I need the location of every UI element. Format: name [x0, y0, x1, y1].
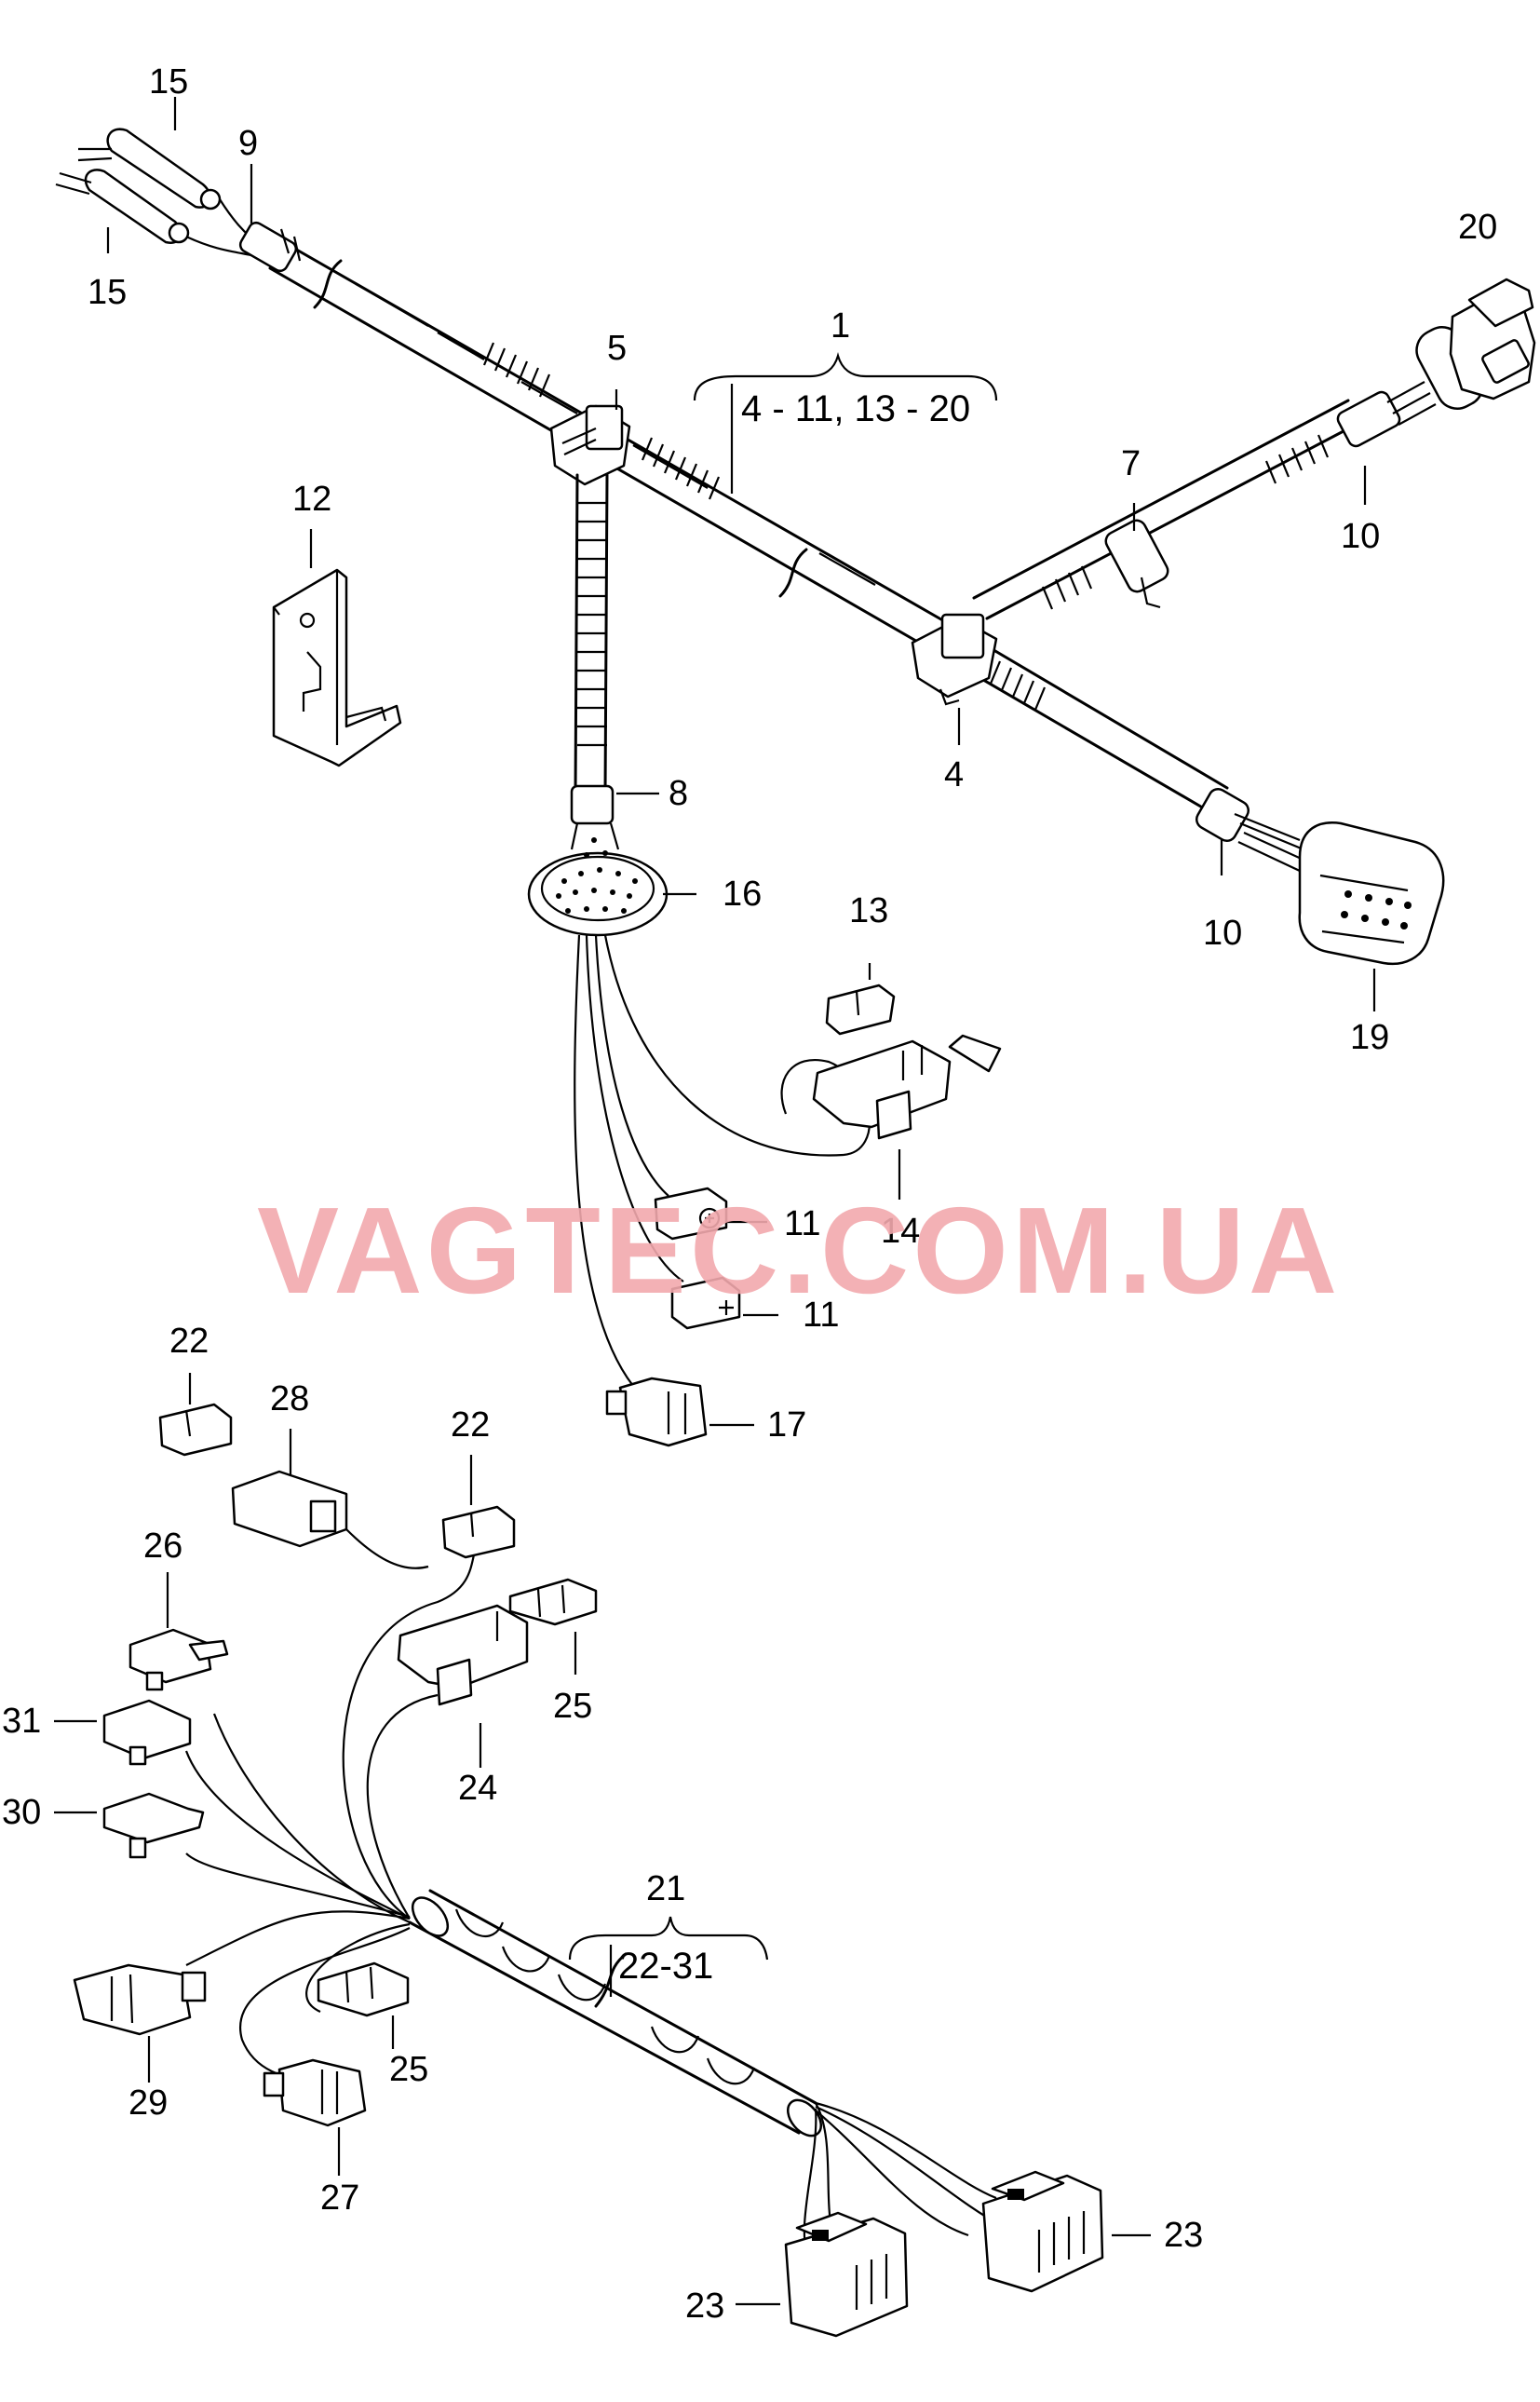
lower-harness-trunk [408, 1889, 822, 2137]
terminal-28 [231, 1470, 429, 1569]
label-23-left: 23 [685, 2287, 724, 2326]
label-24: 24 [458, 1769, 497, 1808]
connector-30 [102, 1792, 205, 1859]
connector-26 [128, 1628, 229, 1691]
connector-23-right [981, 2170, 1104, 2293]
grommet-16 [527, 837, 669, 937]
label-15-top: 15 [149, 62, 188, 102]
note-harness-1: 4 - 11, 13 - 20 [741, 388, 970, 429]
leader-lines [54, 97, 1376, 2306]
clip-5 [549, 404, 631, 486]
fuse-holder-24 [397, 1604, 529, 1706]
label-25-lower: 25 [389, 2050, 428, 2089]
label-15-bottom: 15 [88, 273, 127, 312]
branch-to-connector-20 [972, 381, 1437, 620]
fuse-25-lower [317, 1961, 410, 2017]
label-12: 12 [292, 480, 331, 519]
label-25-upper: 25 [553, 1687, 592, 1726]
connector-29 [73, 1963, 207, 2036]
collar-9 [185, 198, 302, 273]
label-29: 29 [128, 2083, 168, 2123]
label-21: 21 [646, 1869, 685, 1908]
connector-20 [1415, 278, 1536, 410]
label-5: 5 [607, 329, 627, 368]
label-8: 8 [669, 774, 688, 813]
fuse-25-upper [508, 1578, 598, 1626]
label-26: 26 [143, 1527, 182, 1566]
label-17: 17 [767, 1405, 806, 1445]
label-27: 27 [320, 2178, 359, 2218]
terminal-11-lower [670, 1276, 741, 1330]
clip-4 [911, 613, 998, 706]
plug-15-lower [55, 169, 190, 244]
label-10-lower: 10 [1203, 914, 1242, 953]
label-23-right: 23 [1164, 2216, 1203, 2255]
label-14: 14 [881, 1212, 920, 1251]
plug-15-upper [77, 128, 222, 210]
label-10-upper: 10 [1341, 517, 1380, 556]
label-11-upper: 11 [784, 1204, 820, 1243]
label-7: 7 [1121, 444, 1141, 483]
label-19: 19 [1350, 1018, 1389, 1057]
callout-labels: 15 9 15 5 1 4 - 11, 13 - 20 20 7 12 10 4… [2, 62, 1497, 2326]
terminal-22-right [441, 1505, 516, 1559]
label-16: 16 [723, 875, 762, 914]
label-31: 31 [2, 1702, 41, 1741]
label-30: 30 [2, 1793, 41, 1832]
label-11-lower: 11 [803, 1296, 839, 1335]
terminal-22-left [158, 1403, 233, 1457]
lower-wire-fan [184, 1536, 1003, 2264]
label-28: 28 [270, 1379, 309, 1418]
label-1: 1 [831, 306, 850, 346]
note-harness-21: 22-31 [618, 1946, 713, 1987]
label-4: 4 [944, 755, 964, 794]
branch-8 [570, 473, 620, 850]
connector-31 [102, 1699, 192, 1766]
label-22-left: 22 [169, 1322, 209, 1361]
watermark-text: VAGTEC.COM.UA [257, 1182, 1341, 1319]
main-harness-trunk [268, 242, 1229, 814]
label-20: 20 [1458, 208, 1497, 247]
label-9: 9 [238, 124, 258, 163]
label-22-right: 22 [451, 1405, 490, 1445]
bracket-12 [272, 568, 402, 767]
label-13: 13 [849, 891, 888, 930]
fuse-13 [825, 984, 896, 1036]
terminal-11-upper [654, 1187, 728, 1241]
connector-23-left [784, 2211, 909, 2338]
fuse-holder-14 [812, 1034, 1002, 1140]
wires-under-grommet [574, 934, 871, 1387]
connector-19 [1195, 787, 1445, 966]
connector-17 [605, 1377, 708, 1447]
connector-27 [263, 2058, 367, 2127]
